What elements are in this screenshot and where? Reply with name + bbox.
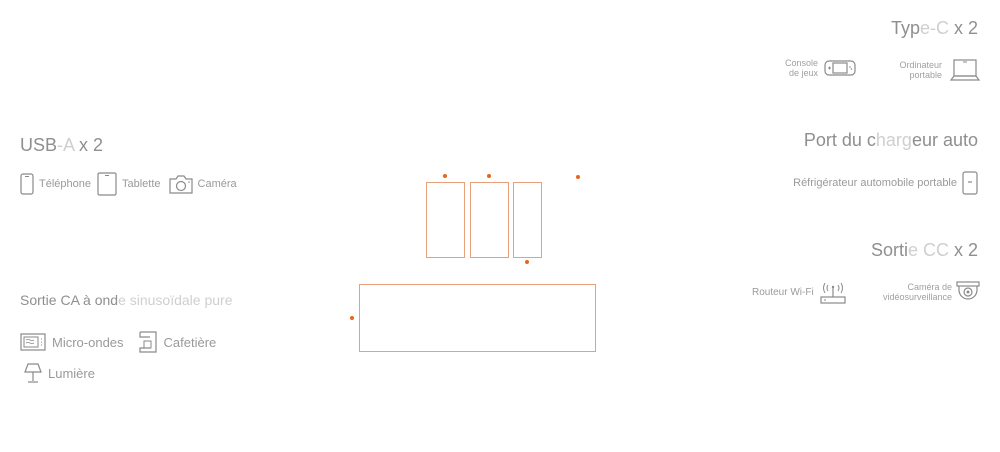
dc-out-heading-tail: x 2 [948, 240, 978, 260]
car-fridge-label: Réfrigérateur automobile portable [793, 177, 957, 189]
security-camera-label: Caméra de vidéosurveillance [862, 282, 952, 302]
camera-icon [168, 174, 193, 194]
type-c-heading: Type-C x 2 [891, 18, 978, 39]
console-label: Console de jeux [772, 58, 818, 78]
ac-out-heading-main: Sortie CA à ond [20, 292, 119, 308]
type-c-heading-tail: x 2 [948, 18, 978, 38]
usb-a-items: Téléphone Tablette Caméra [20, 172, 237, 196]
usb-a-heading-tail: x 2 [74, 135, 104, 155]
laptop-label-line2: portable [909, 70, 942, 80]
security-camera-label-line1: Caméra de [907, 282, 952, 292]
dc-out-item-camera: Caméra de vidéosurveillance [862, 280, 980, 304]
car-fridge-icon [962, 171, 978, 195]
ac-out-heading-fade: e sinusoïdale pure [118, 292, 233, 308]
security-camera-label-line2: vidéosurveillance [882, 292, 952, 302]
usb-a-heading-main: USB [20, 135, 58, 155]
marker-dot-usb-a [487, 174, 491, 178]
console-label-line2: de jeux [788, 68, 818, 78]
marker-dot-type-c [443, 174, 447, 178]
phone-label: Téléphone [39, 178, 91, 190]
lamp-icon [24, 362, 42, 384]
marker-dot-car-port [576, 175, 580, 179]
laptop-label-line1: Ordinateur [899, 60, 942, 70]
port-panel-usb-a [470, 182, 509, 258]
ac-out-row-1: Micro-ondes Cafetière [20, 331, 216, 353]
coffee-maker-label: Cafetière [163, 334, 217, 350]
type-c-item-laptop: Ordinateur portable [884, 58, 980, 82]
dc-out-heading-main: Sorti [870, 240, 908, 260]
microwave-icon [20, 332, 46, 352]
console-label-line1: Console [784, 58, 818, 68]
marker-dot-dc-out [525, 260, 529, 264]
wifi-router-label: Routeur Wi-Fi [752, 286, 814, 298]
port-panel-dc [513, 182, 542, 258]
ac-out-heading: Sortie CA à onde sinusoïdale pure [20, 292, 232, 308]
car-port-heading-tail: eur auto [911, 130, 978, 150]
laptop-label: Ordinateur portable [884, 60, 942, 80]
type-c-item-console: Console de jeux [772, 58, 856, 78]
port-panel-type-c [426, 182, 465, 258]
dc-out-heading: Sortie CC x 2 [871, 240, 978, 261]
marker-dot-ac-out [350, 316, 354, 320]
lamp-label: Lumière [48, 365, 95, 381]
game-console-icon [824, 58, 856, 78]
usb-a-heading: USB-A x 2 [20, 135, 103, 156]
phone-icon [20, 173, 34, 195]
dc-out-item-router: Routeur Wi-Fi [752, 279, 847, 305]
usb-a-heading-fade: -A [57, 135, 75, 155]
coffee-maker-icon [138, 331, 158, 353]
type-c-heading-main: Typ [890, 18, 920, 38]
microwave-label: Micro-ondes [52, 334, 124, 350]
car-port-heading-main: Port du c [803, 130, 876, 150]
laptop-icon [950, 58, 980, 82]
car-port-item-fridge: Réfrigérateur automobile portable [793, 171, 978, 195]
type-c-heading-fade: e-C [919, 18, 949, 38]
security-camera-icon [956, 280, 980, 304]
dc-out-heading-fade: e CC [907, 240, 949, 260]
camera-label: Caméra [197, 178, 237, 190]
ac-out-row-2: Lumière [24, 362, 95, 384]
car-port-heading-fade: harg [875, 130, 912, 150]
tablet-label: Tablette [122, 178, 161, 190]
tablet-icon [97, 172, 117, 196]
wifi-router-icon [819, 279, 847, 305]
port-panel-ac [359, 284, 596, 352]
car-port-heading: Port du chargeur auto [804, 130, 978, 151]
